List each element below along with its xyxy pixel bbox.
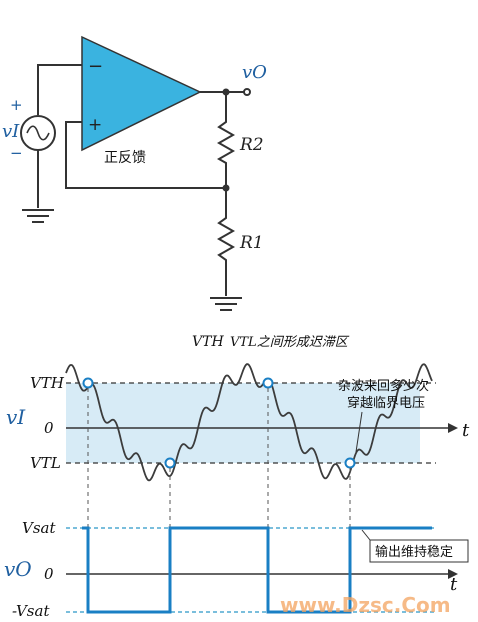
hysteresis-note-text: VTL之间形成迟滞区	[230, 335, 350, 350]
noise-note-pointer	[355, 411, 363, 453]
input-zero-label: 0	[44, 419, 54, 437]
noisy-input-wave	[65, 363, 433, 482]
projection-lines	[87, 388, 351, 528]
output-zero-label: 0	[44, 565, 54, 583]
r1-label: R1	[239, 233, 264, 253]
vth-axis-label: VTH	[30, 374, 65, 392]
vtl-crossing-marker-2	[344, 457, 356, 469]
vo-waveform-label: vO	[4, 557, 32, 581]
r1-resistor	[216, 213, 236, 266]
hysteresis-note-vth: VTH	[192, 334, 224, 350]
input-axis-arrow-icon	[448, 423, 458, 433]
output-note-pointer	[361, 529, 371, 541]
source-plus-sign: +	[10, 96, 23, 114]
vsat-axis-label: Vsat	[22, 519, 56, 537]
crossing-markers	[82, 377, 356, 469]
output-note-box	[369, 539, 469, 563]
plus-input-sign: +	[88, 115, 102, 135]
circuit	[20, 35, 251, 311]
watermark-text: www.Dzsc.Com	[280, 593, 451, 617]
r2-resistor	[216, 118, 236, 168]
hysteresis-band	[66, 383, 420, 463]
vth-crossing-marker-2	[262, 377, 274, 389]
vi-waveform-label: vI	[6, 405, 26, 429]
output-terminal	[243, 88, 251, 96]
output-note-text: 输出维持稳定	[375, 544, 453, 560]
square-output-wave	[82, 526, 432, 614]
sine-glyph-icon	[26, 125, 50, 141]
minus-input-sign: −	[88, 56, 103, 77]
junction-dot-output	[222, 88, 230, 96]
vth-crossing-marker-1	[82, 377, 94, 389]
vtl-axis-label: VTL	[30, 454, 61, 472]
vtl-crossing-marker-1	[164, 457, 176, 469]
ground-symbol-source	[22, 209, 54, 223]
positive-feedback-note: 正反馈	[104, 150, 146, 166]
r2-label: R2	[239, 135, 264, 155]
output-t-label: t	[450, 574, 458, 595]
vo-circuit-label: vO	[242, 62, 267, 83]
positive-feedback-wire	[65, 121, 226, 189]
input-t-label: t	[462, 420, 470, 441]
output-axis-arrow-icon	[448, 569, 458, 579]
ground-symbol-r1	[210, 297, 242, 311]
neg-vsat-axis-label: -Vsat	[12, 602, 50, 620]
source-minus-sign: −	[10, 144, 23, 162]
noise-note-line-1: 杂波来回多少次	[338, 378, 429, 394]
op-amp	[81, 35, 202, 152]
noise-note-line-2: 穿越临界电压	[347, 395, 425, 411]
vi-circuit-label: vI	[2, 121, 20, 142]
input-wire	[37, 64, 82, 115]
